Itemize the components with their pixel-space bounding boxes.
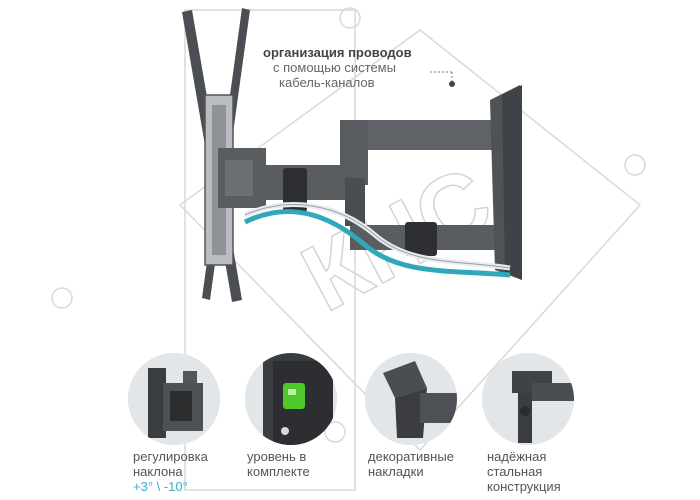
feature-covers-line1: декоративные [368, 449, 454, 464]
annotation-title: организация проводов [263, 45, 412, 60]
feature-covers-caption: декоративные накладки [368, 449, 454, 479]
annotation-line-1: с помощью системы [273, 60, 396, 75]
feature-steel-line3: конструкция [487, 479, 561, 494]
feature-covers-image [365, 353, 457, 445]
feature-steel-image [482, 353, 574, 445]
feature-tilt-image [128, 353, 220, 445]
feature-tilt-range: +3° \ -10° [133, 479, 188, 494]
tv-mount-illustration [150, 0, 540, 320]
annotation-line-2: кабель-каналов [279, 75, 375, 90]
feature-tilt-line1: регулировка [133, 449, 208, 464]
feature-tilt-line2: наклона [133, 464, 183, 479]
feature-level-line2: комплекте [247, 464, 310, 479]
feature-steel-line1: надёжная [487, 449, 547, 464]
feature-steel-line2: стальная [487, 464, 543, 479]
feature-covers-line2: накладки [368, 464, 424, 479]
feature-level-image [245, 353, 337, 445]
annotation-leader-line [430, 70, 470, 90]
feature-tilt-caption: регулировка наклона +3° \ -10° [133, 449, 208, 494]
feature-level-line1: уровень в [247, 449, 307, 464]
feature-steel-caption: надёжная стальная конструкция [487, 449, 561, 494]
cable-management-annotation: организация проводов с помощью системы к… [263, 45, 443, 90]
feature-level-caption: уровень в комплекте [247, 449, 310, 479]
